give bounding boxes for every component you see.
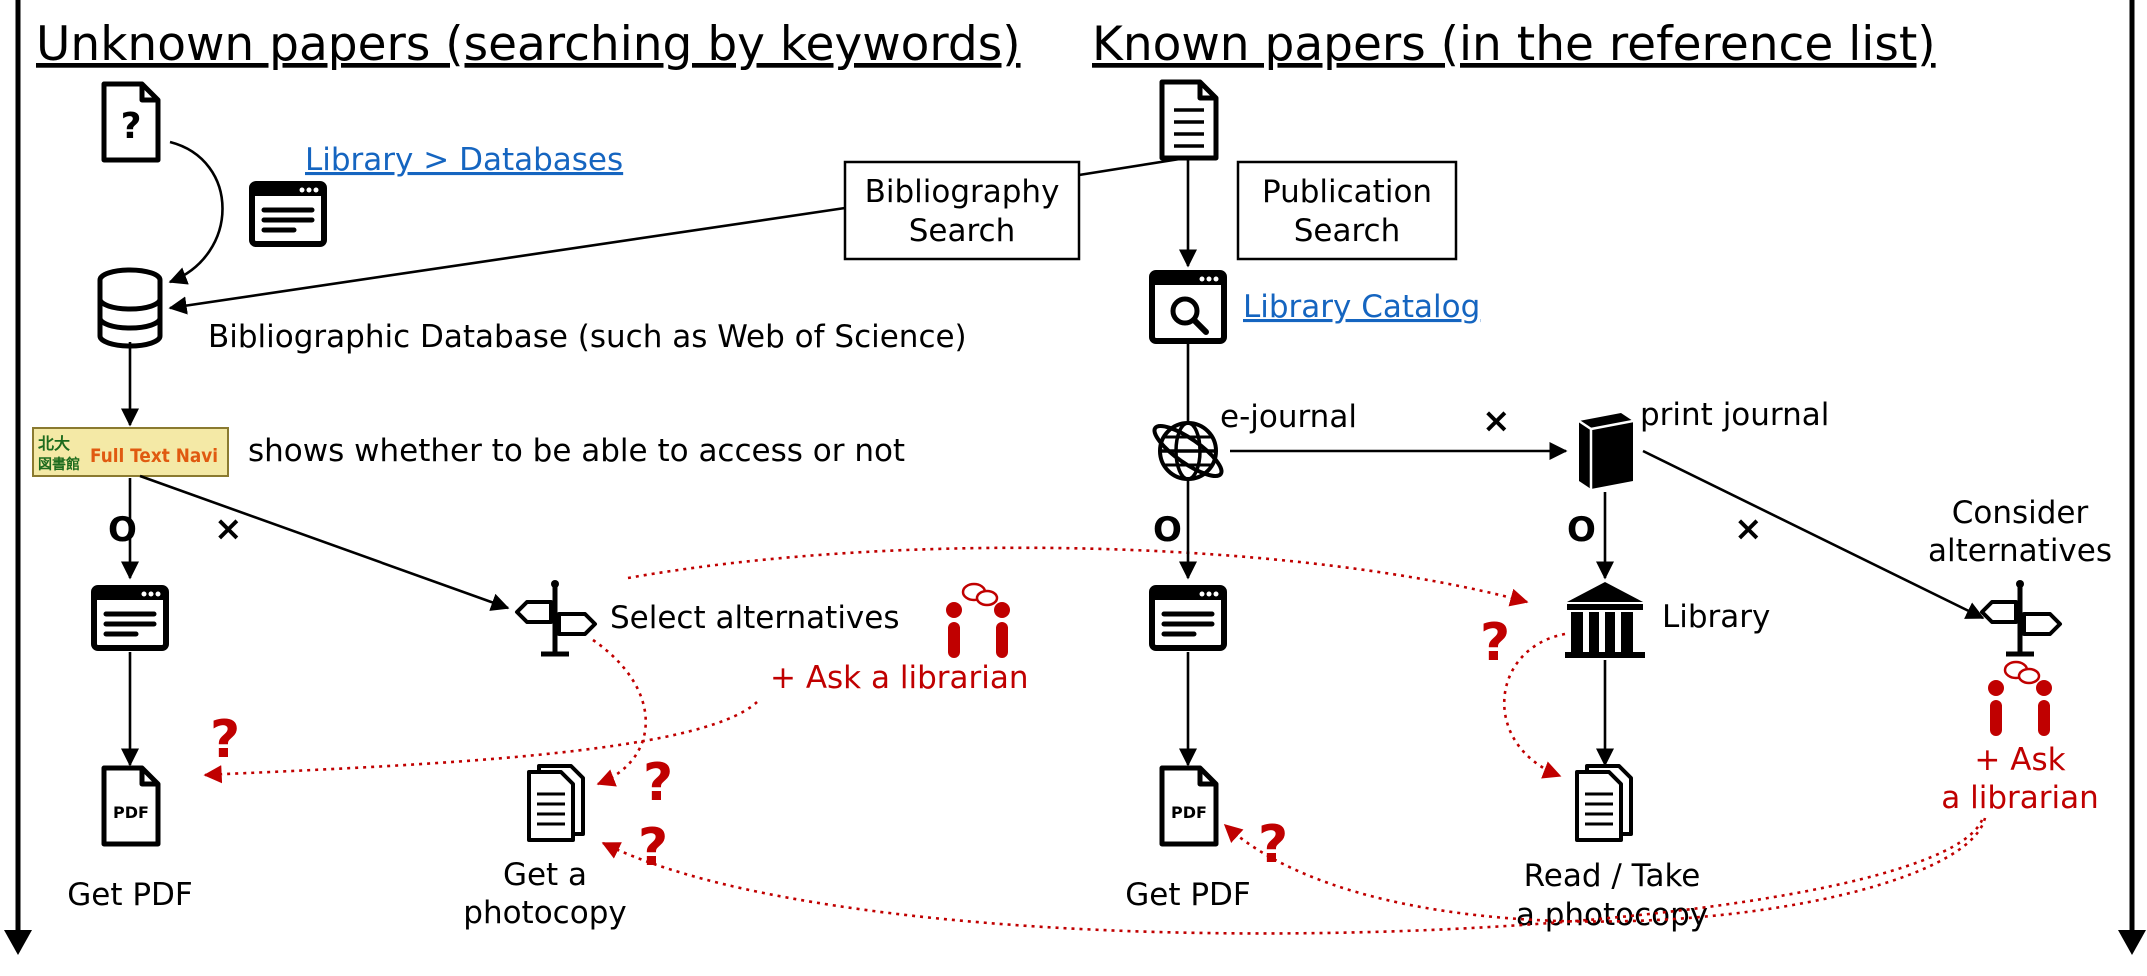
library-databases-link[interactable]: Library > Databases xyxy=(305,142,623,178)
get-photocopy-line1: Get a xyxy=(503,857,587,893)
fulltext-note-label: shows whether to be able to access or no… xyxy=(248,433,905,469)
book-icon xyxy=(1578,413,1634,489)
edge-librarian-to-pdf-left xyxy=(203,701,758,784)
catalog-search-icon xyxy=(1149,270,1227,344)
question-mark-photocopy-2: ? xyxy=(638,818,668,878)
fulltext-navi-logo: 北大 図書館 Full Text Navi xyxy=(32,427,229,477)
edge-keyword-to-database xyxy=(168,140,224,285)
question-mark-pdf-left: ? xyxy=(210,710,240,770)
bibliography-search-line2: Search xyxy=(909,213,1016,249)
e-journal-label: e-journal xyxy=(1220,399,1357,435)
edge-signpost-to-photocopy xyxy=(592,638,647,787)
browser-window-icon xyxy=(252,184,324,244)
get-pdf-left-label: Get PDF xyxy=(67,877,193,913)
edge-print-to-alternatives xyxy=(1642,449,1985,620)
left-time-bar xyxy=(4,0,32,955)
pdf-file-icon xyxy=(104,768,158,844)
edge-reference-to-bibliography-search xyxy=(1078,156,1187,177)
logo-text-big: Full Text Navi xyxy=(90,445,218,467)
bibliography-search-box: Bibliography Search xyxy=(843,160,1081,261)
pdf-file-icon xyxy=(1162,768,1216,844)
ng-mark-left: × xyxy=(214,509,243,549)
database-icon xyxy=(97,267,163,349)
document-icon xyxy=(1162,82,1216,158)
select-alternatives-label: Select alternatives xyxy=(610,600,900,636)
publication-search-line2: Search xyxy=(1294,213,1401,249)
photocopy-icon xyxy=(527,764,585,842)
ok-mark-print: O xyxy=(1567,510,1596,550)
ng-mark-print: × xyxy=(1734,509,1763,549)
ask-librarian-right-line2: a librarian xyxy=(1941,780,2099,816)
browser-window-icon xyxy=(94,588,166,648)
photocopy-icon xyxy=(1575,764,1633,842)
ng-mark-ejournal: × xyxy=(1482,401,1511,441)
bibliographic-database-label: Bibliographic Database (such as Web of S… xyxy=(208,319,967,355)
logo-text-small2: 図書館 xyxy=(38,456,80,473)
read-take-line1: Read / Take xyxy=(1524,858,1701,894)
consider-alternatives-line2: alternatives xyxy=(1928,533,2112,569)
edge-bibliography-search-to-database xyxy=(168,206,846,315)
edge-signpost-to-library xyxy=(627,546,1529,607)
consider-alternatives-line1: Consider xyxy=(1952,495,2089,531)
svg-text:?: ? xyxy=(121,106,142,147)
right-time-bar xyxy=(2118,0,2146,955)
publication-search-box: Publication Search xyxy=(1236,160,1458,261)
unknown-papers-heading: Unknown papers (searching by keywords) xyxy=(36,17,1021,72)
get-pdf-right-label: Get PDF xyxy=(1125,877,1251,913)
library-building-icon xyxy=(1565,582,1645,658)
logo-text-small1: 北大 xyxy=(38,434,70,453)
print-journal-label: print journal xyxy=(1640,397,1829,433)
librarian-icon xyxy=(944,582,1012,660)
bibliography-search-line1: Bibliography xyxy=(865,174,1060,210)
librarian-icon xyxy=(1986,660,2054,738)
signpost-icon xyxy=(1982,580,2060,654)
browser-window-icon xyxy=(1152,588,1224,648)
question-mark-library: ? xyxy=(1480,613,1510,673)
get-photocopy-line2: photocopy xyxy=(463,895,626,931)
library-catalog-link[interactable]: Library Catalog xyxy=(1243,289,1480,325)
signpost-icon xyxy=(517,580,595,654)
library-label: Library xyxy=(1662,599,1770,635)
edge-fulltext-to-signpost xyxy=(139,474,510,611)
question-mark-pdf-right: ? xyxy=(1258,815,1288,875)
known-papers-heading: Known papers (in the reference list) xyxy=(1092,17,1936,72)
publication-search-line1: Publication xyxy=(1262,174,1432,210)
ask-librarian-right-line1: + Ask xyxy=(1974,742,2065,778)
question-mark-photocopy-1: ? xyxy=(643,753,673,813)
ask-librarian-left-label: + Ask a librarian xyxy=(770,660,1029,696)
read-take-line2: a photocopy xyxy=(1516,897,1708,933)
document-question-icon: ? xyxy=(104,84,158,160)
ok-mark-ejournal: O xyxy=(1153,510,1182,550)
edge-librarian-to-photocopy-left xyxy=(601,819,1984,935)
edge-library-to-photocopy-question xyxy=(1502,632,1566,779)
globe-icon xyxy=(1152,421,1224,481)
ok-mark-left: O xyxy=(108,510,137,550)
